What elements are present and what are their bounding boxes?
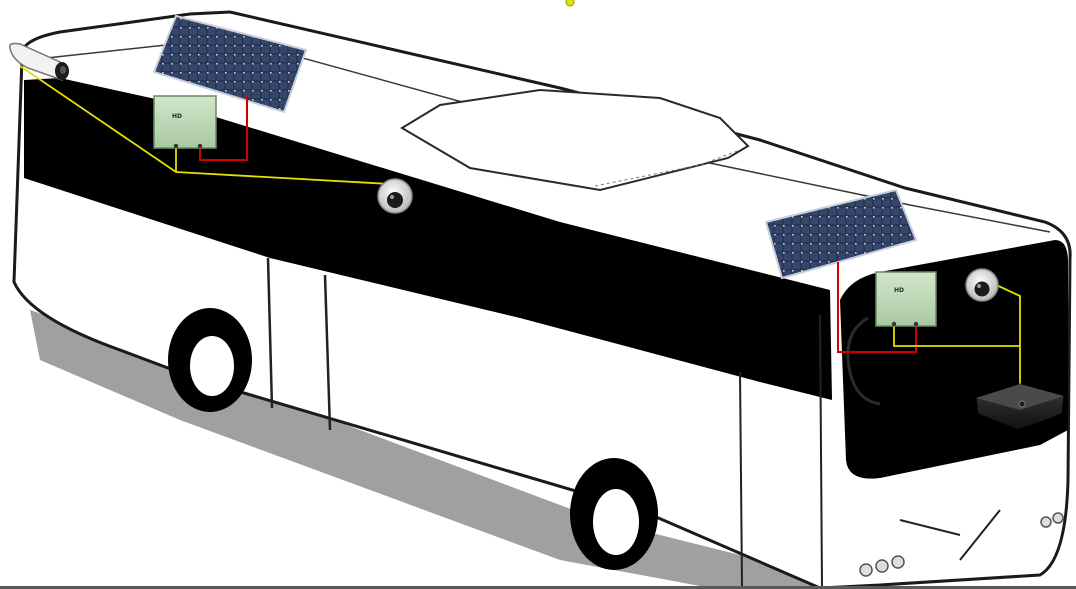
dome-camera-icon (378, 179, 412, 213)
power-unit-rear: HD (154, 96, 216, 148)
power-unit-front-label: HD (894, 287, 904, 294)
power-unit-front: HD (876, 272, 936, 326)
dome-camera-icon (966, 269, 998, 301)
front-wheel (570, 458, 658, 570)
power-unit-rear-label: HD (172, 113, 182, 120)
rear-wheel (168, 308, 252, 412)
windshield (840, 240, 1068, 479)
indicator-dot (566, 0, 574, 6)
